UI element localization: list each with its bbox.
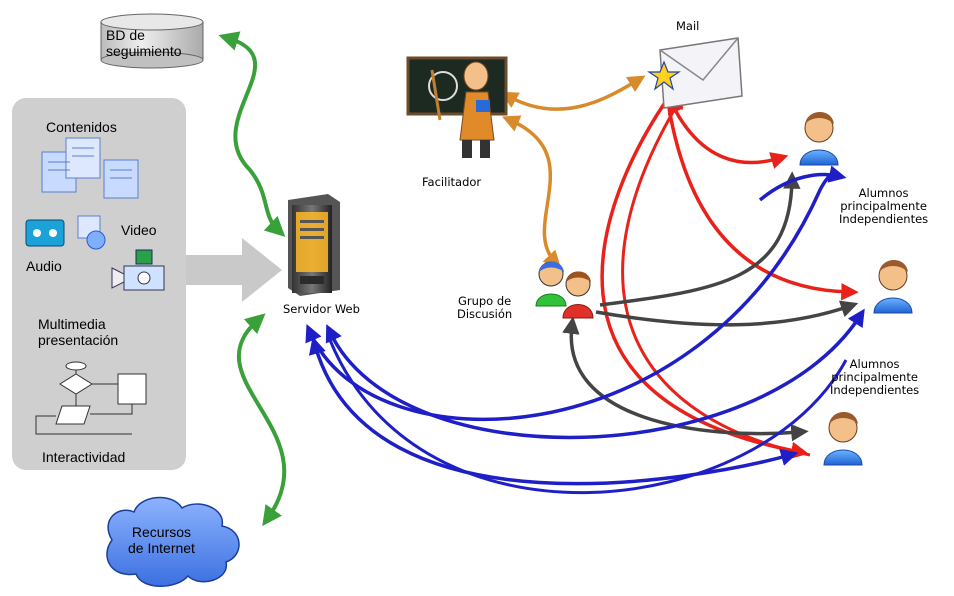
- contenidos-label: Contenidos: [46, 119, 117, 135]
- multimedia-label: Multimedia presentación: [38, 316, 118, 348]
- mail-label: Mail: [676, 19, 700, 33]
- group-label: Grupo de Discusión: [457, 294, 513, 322]
- students-top-line3: Independientes: [839, 212, 929, 227]
- audio-cassette-icon: [25, 219, 65, 247]
- students-mid-line3: Independientes: [830, 383, 920, 398]
- students-mid-label: Alumnos principalmente Independientes: [830, 357, 920, 398]
- students-mid-line1: Alumnos: [849, 357, 900, 371]
- content-to-server-arrow: [180, 238, 282, 302]
- server-students-top-arrowhead: [758, 165, 847, 202]
- group-students-top-link: [599, 171, 801, 307]
- students-mid-line2: principalmente: [831, 370, 918, 385]
- student-mid-icon: [873, 260, 913, 314]
- mail-icon: [647, 37, 743, 109]
- database-label-line2: seguimiento: [106, 43, 182, 60]
- documents-icon: [41, 137, 139, 199]
- server-internet-link: [236, 313, 287, 527]
- video-label: Video: [121, 222, 157, 238]
- multimedia-label-line2: presentación: [38, 332, 119, 349]
- database-label: BD de seguimiento: [106, 27, 182, 59]
- db-server-link: [218, 31, 286, 237]
- facilitator-icon: [406, 56, 508, 158]
- server-students-mid-link: [325, 308, 865, 440]
- facilitator-group-link: [501, 115, 562, 269]
- database-label-line1: BD de: [106, 27, 145, 43]
- content-panel-graphics: [25, 137, 165, 435]
- audio-label: Audio: [26, 258, 62, 274]
- multimedia-label-line1: Multimedia: [38, 316, 106, 332]
- students-top-line1: Alumnos: [858, 186, 909, 200]
- mail-students-top-link: [668, 96, 789, 169]
- database-icon: [100, 13, 204, 69]
- discussion-group-icon: [535, 261, 594, 319]
- facilitator-label: Facilitador: [422, 175, 482, 189]
- mail-students-mid-link: [666, 101, 859, 301]
- group-students-bottom-link: [562, 316, 809, 442]
- internet-cloud-line2: de Internet: [128, 540, 195, 557]
- interactividad-label: Interactividad: [42, 449, 126, 465]
- internet-cloud-line1: Recursos: [131, 524, 192, 540]
- group-label-line2: Discusión: [457, 307, 513, 322]
- server-icon: [288, 194, 340, 296]
- internet-cloud-label: Recursos de Internet: [128, 524, 195, 556]
- internet-cloud-icon: [106, 496, 240, 587]
- student-top-icon: [799, 112, 839, 166]
- video-camera-icon: [111, 249, 165, 291]
- server-label: Servidor Web: [283, 302, 360, 316]
- group-students-mid-link: [595, 300, 859, 327]
- group-label-line1: Grupo de: [457, 294, 512, 308]
- server-students-bottom-link: [308, 336, 799, 486]
- flowchart-icon: [35, 361, 147, 435]
- students-top-label: Alumnos principalmente Independientes: [839, 186, 929, 227]
- content-panel: [12, 98, 186, 470]
- mail-students-bottom-link: [600, 103, 809, 459]
- student-bottom-icon: [823, 412, 863, 466]
- server-students-bottom-link-2: [328, 339, 848, 494]
- students-top-line2: principalmente: [840, 199, 927, 214]
- media-disc-icon: [77, 215, 106, 250]
- facilitator-mail-link: [500, 75, 646, 111]
